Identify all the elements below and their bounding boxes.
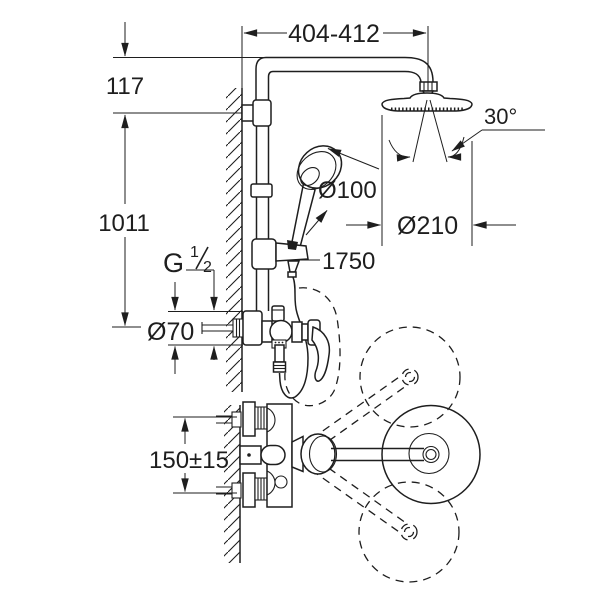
swivel-arc-left: [388, 139, 411, 162]
spray-cone-right: [429, 99, 448, 163]
head-shower-top-view: [331, 404, 481, 505]
wall-bracket-plate: [241, 104, 255, 122]
head-shower-disc-top: [381, 404, 481, 505]
wall-bracket-collar: [252, 99, 272, 127]
supply-union-side: [232, 318, 244, 338]
diverter-knob: [271, 305, 285, 322]
dim-label-rail-height: 1011: [98, 210, 150, 237]
mixer-side-view: [201, 305, 331, 382]
outlet-stem: [274, 344, 285, 363]
hose-connector-cone: [287, 260, 301, 273]
dim-label-hose-length: 1750: [322, 248, 375, 275]
fraction-slash: [195, 246, 209, 270]
rail-glide-clamp: [251, 238, 277, 270]
shower-arm: [255, 56, 434, 100]
handle-shadow: [287, 240, 298, 250]
dim-label-connection-spacing: 150±15: [149, 447, 229, 474]
supply-union-top: [231, 411, 242, 428]
mixer-top-view: [216, 401, 338, 508]
hose-nut: [287, 271, 297, 278]
hand-shower-handle: [290, 179, 316, 253]
swivel-arc-right: [447, 136, 465, 161]
center-mark: [247, 453, 251, 457]
shower-hose: [278, 276, 309, 399]
thread-label-denominator: 2: [203, 259, 212, 276]
cartridge-cap: [274, 475, 288, 489]
mixer-lever: [311, 325, 331, 382]
dimension-annotations: 404-412 117 1011 G 1 2 Ø70 Ø100 Ø210 30°…: [98, 20, 545, 494]
rail-coupling: [250, 183, 273, 198]
escutcheon-bottom-connection: [242, 472, 256, 508]
dim-label-head-offset: 117: [106, 73, 144, 100]
holder-disc-top-view: [300, 433, 336, 475]
mixer-body-ball: [269, 319, 293, 344]
spray-cone-left: [412, 99, 428, 163]
thread-label-base: G: [163, 248, 184, 278]
wall-hatch-upper: [226, 88, 242, 392]
shower-rail: [241, 99, 273, 311]
swivel-position-lower: [358, 481, 460, 583]
swivel-position-upper: [359, 326, 461, 428]
escutcheon-top-connection: [242, 401, 256, 437]
dim-label-arm-reach: 404-412: [288, 20, 380, 48]
thread-label-numerator: 1: [190, 244, 199, 261]
dim-label-head-shower-diameter: Ø210: [397, 212, 458, 240]
wall-section-upper: [226, 88, 243, 392]
dim-label-hand-shower-diameter: Ø100: [318, 177, 377, 204]
outlet-hose-nut: [272, 361, 287, 373]
hose-swing-range-dashed: [284, 287, 341, 407]
head-shower-side-view: [381, 81, 473, 163]
arm-mount: [291, 435, 304, 473]
escutcheon-side: [242, 310, 263, 346]
arm-socket-slot: [260, 444, 286, 466]
dim-label-escutcheon-diameter: Ø70: [147, 318, 194, 346]
dim-label-swivel-angle: 30°: [484, 104, 517, 129]
supply-union-bottom: [231, 482, 242, 499]
